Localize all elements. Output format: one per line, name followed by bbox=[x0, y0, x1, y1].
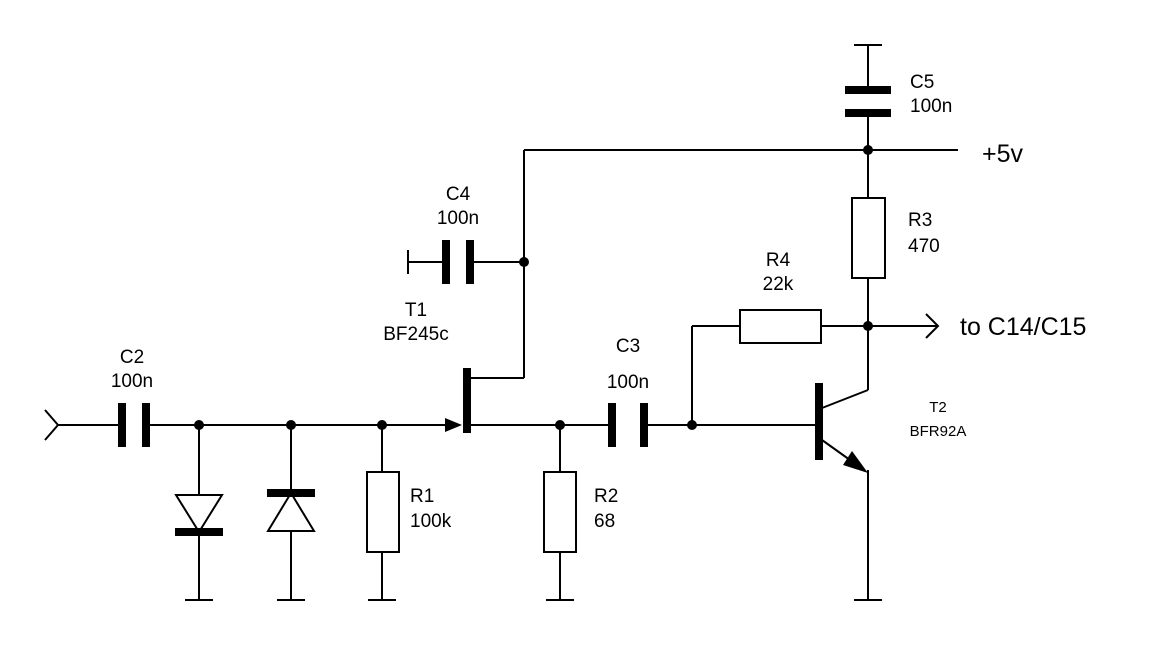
transistor-t2 bbox=[815, 326, 882, 601]
r1-value: 100k bbox=[410, 511, 452, 532]
r4-name: R4 bbox=[766, 250, 791, 271]
r1-name: R1 bbox=[410, 486, 434, 507]
c5-name: C5 bbox=[910, 72, 934, 93]
capacitor-c4 bbox=[407, 240, 524, 284]
supply-label: +5v bbox=[982, 140, 1024, 168]
t1-name: T1 bbox=[405, 300, 427, 321]
diode-2 bbox=[266, 425, 316, 601]
c3-value: 100n bbox=[607, 372, 649, 393]
transistor-t1 bbox=[445, 368, 608, 433]
c4-name: C4 bbox=[446, 184, 471, 205]
output-label: to C14/C15 bbox=[960, 313, 1086, 341]
capacitor-c2 bbox=[118, 403, 150, 447]
r3-value: 470 bbox=[908, 236, 940, 257]
c2-value: 100n bbox=[111, 371, 153, 392]
diode-1 bbox=[174, 425, 224, 601]
resistor-r1 bbox=[366, 425, 400, 601]
c4-value: 100n bbox=[437, 208, 479, 229]
c3-name: C3 bbox=[616, 336, 640, 357]
c5-value: 100n bbox=[910, 96, 952, 117]
r4-value: 22k bbox=[763, 274, 794, 295]
r2-value: 68 bbox=[594, 511, 615, 532]
r3-name: R3 bbox=[908, 210, 932, 231]
capacitor-c5 bbox=[845, 44, 891, 150]
input-arrow bbox=[44, 409, 60, 441]
t1-value: BF245c bbox=[383, 324, 448, 345]
resistor-r3 bbox=[851, 150, 886, 326]
c2-name: C2 bbox=[120, 347, 144, 368]
resistor-r4 bbox=[691, 309, 868, 425]
resistor-r2 bbox=[543, 425, 577, 601]
t2-value: BFR92A bbox=[910, 423, 967, 440]
capacitor-c3 bbox=[608, 403, 648, 447]
t2-name: T2 bbox=[929, 399, 947, 416]
output-arrow bbox=[868, 313, 940, 339]
r2-name: R2 bbox=[594, 486, 618, 507]
